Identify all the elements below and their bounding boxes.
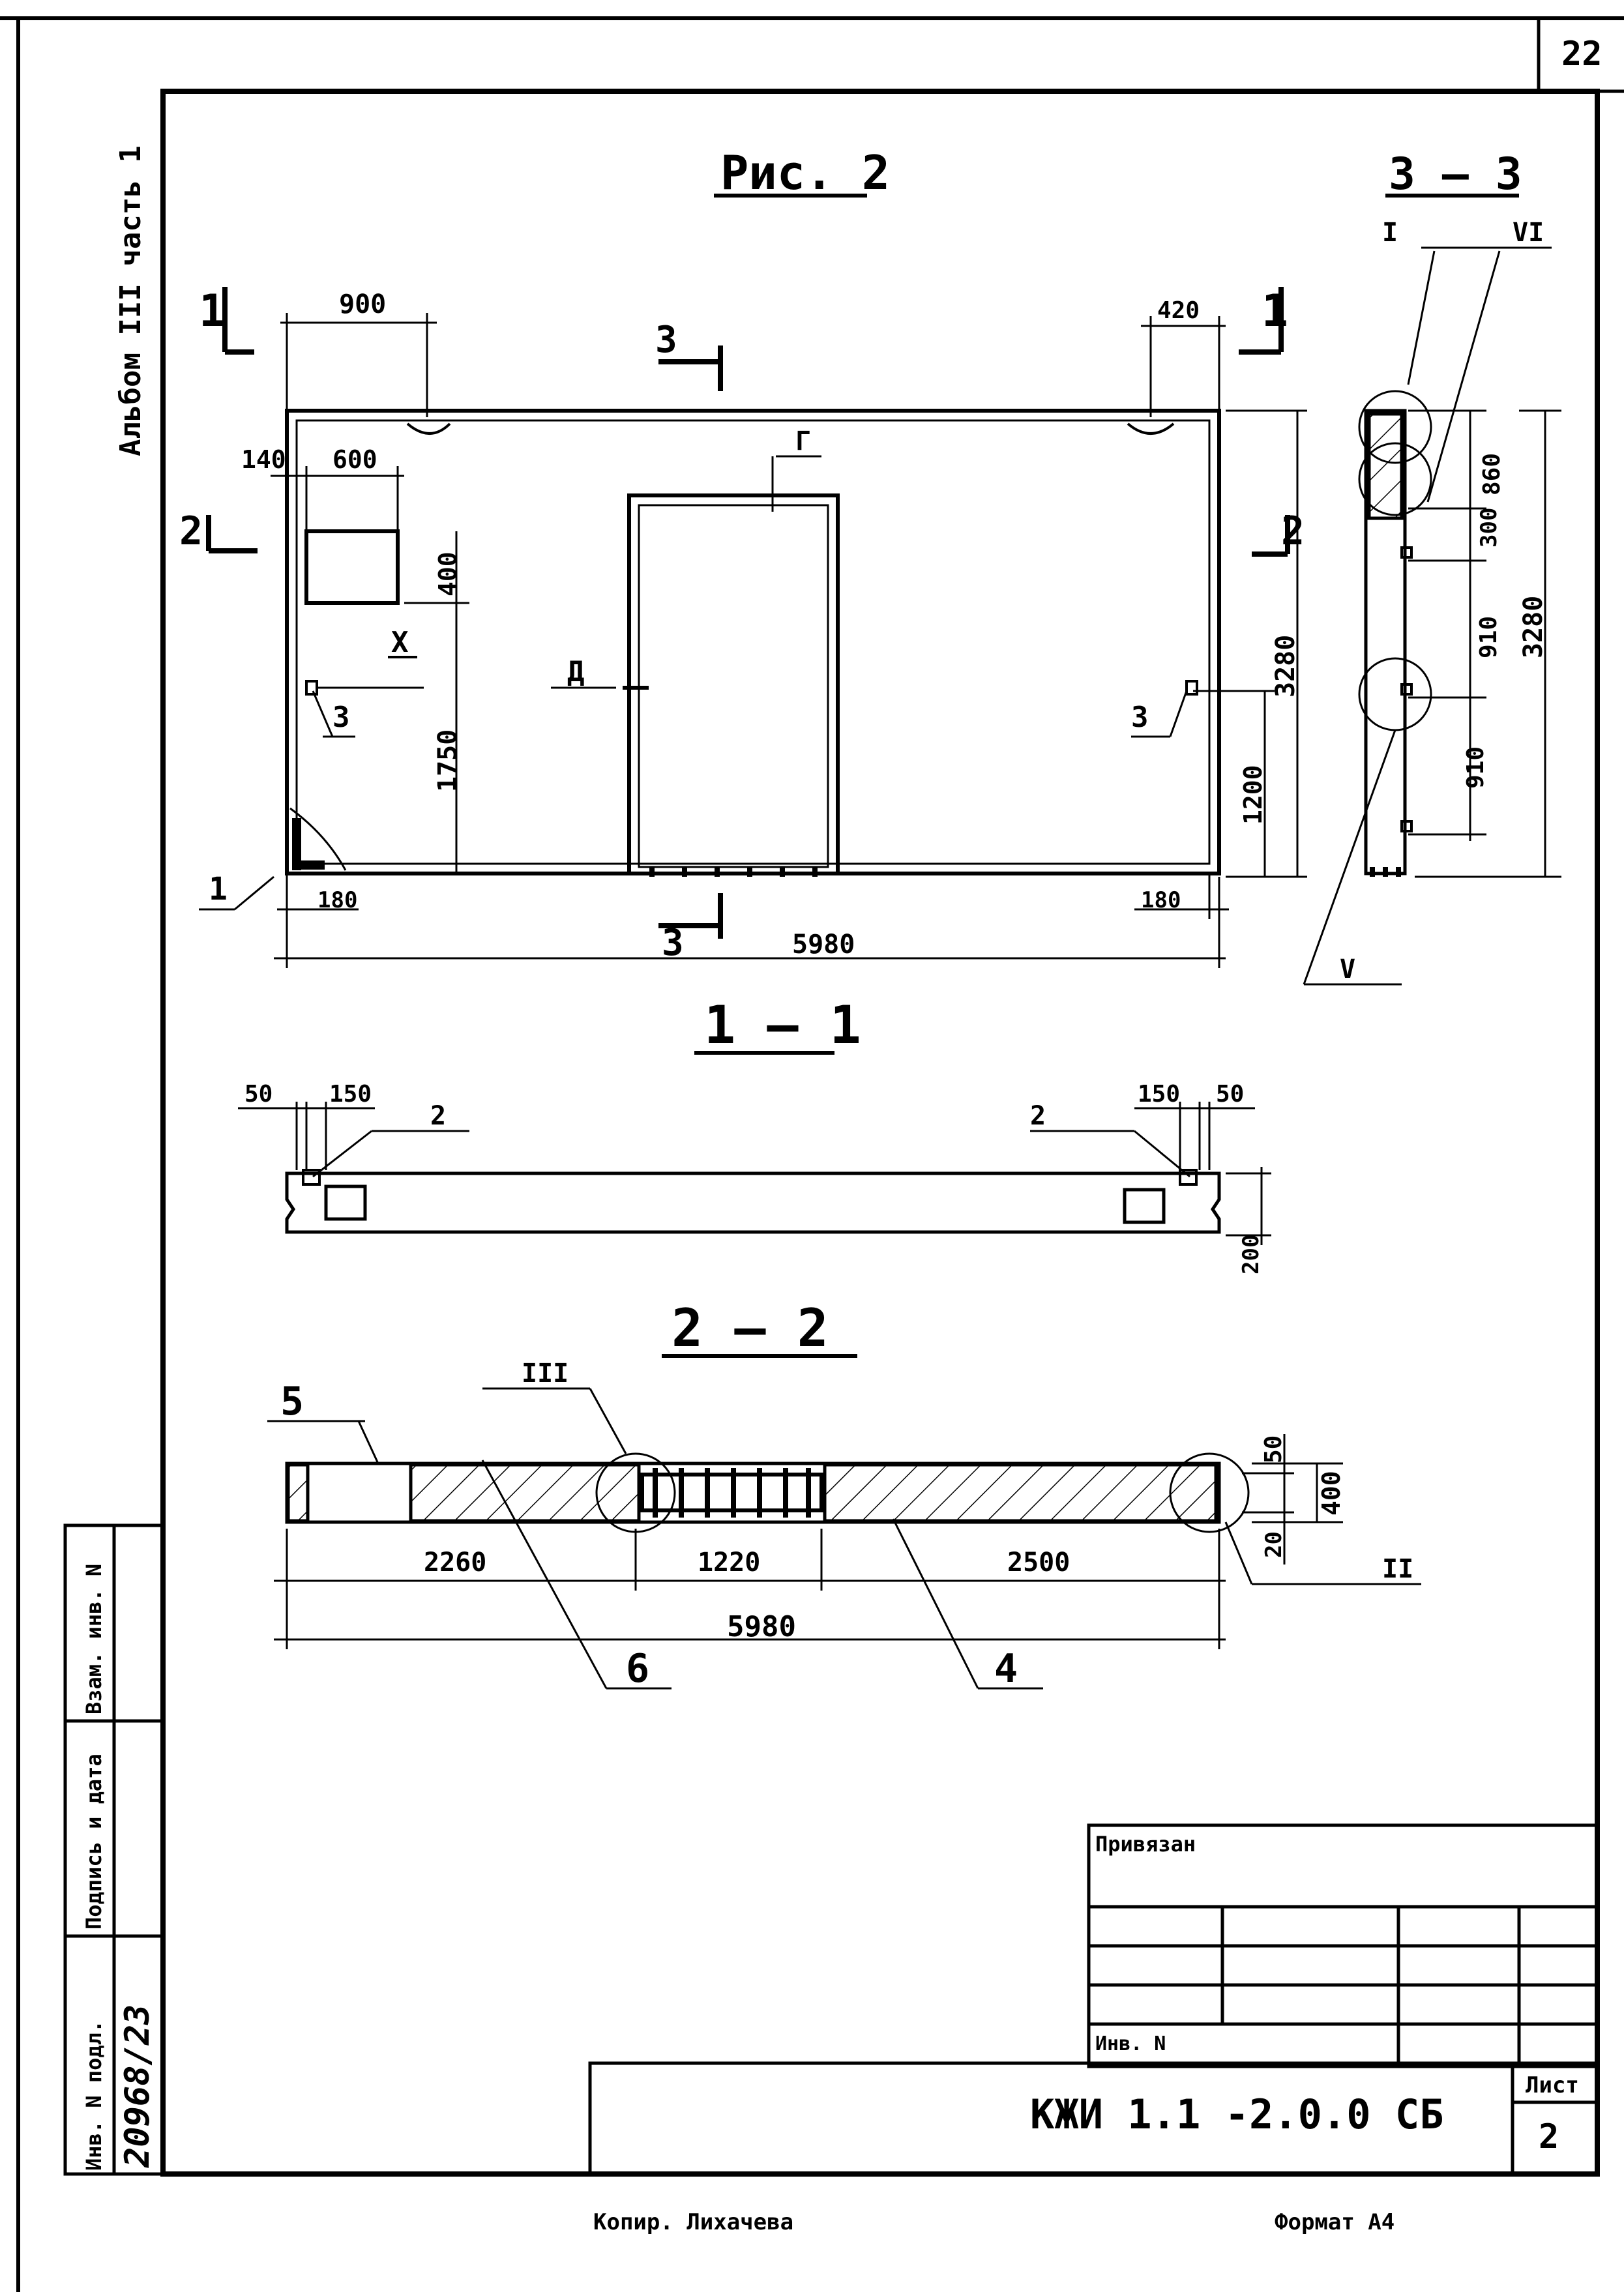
dim-3-3-total: 3280 bbox=[1518, 596, 1548, 658]
callout-3-left: 3 bbox=[332, 701, 350, 734]
dim-2-2-bottom: 20 bbox=[1261, 1531, 1287, 1558]
marker-3-bottom: 3 bbox=[662, 922, 684, 964]
section-2-2 bbox=[285, 1452, 1250, 1533]
marker-2-left: 2 bbox=[179, 508, 203, 554]
section-3-3 bbox=[1358, 390, 1432, 877]
dim-left-top: 900 bbox=[339, 289, 386, 319]
title-block bbox=[588, 1823, 1599, 2176]
node-vi: VI bbox=[1513, 218, 1544, 248]
dim-left-bottom: 180 bbox=[317, 887, 357, 913]
stamp-signature-label: Подпись и дата bbox=[81, 1754, 106, 1930]
dim-3-3-300: 300 bbox=[1476, 508, 1502, 548]
stamp-inv-label: Инв. N подл. bbox=[81, 2020, 106, 2171]
dim-1-1-pocket-left: 150 bbox=[329, 1081, 372, 1108]
page-number: 22 bbox=[1561, 35, 1602, 74]
title-block-inv-label: Инв. N bbox=[1095, 2033, 1166, 2055]
document-designation: КЖИ 1.1 -2.0.0 СБ bbox=[1030, 2091, 1444, 2138]
dim-1-1-edge-right: 50 bbox=[1216, 1081, 1244, 1108]
callout-6: 6 bbox=[626, 1646, 649, 1692]
dim-window-offset: 140 bbox=[241, 445, 286, 474]
dim-window-height: 400 bbox=[434, 551, 462, 596]
stamp-inventory-value: 20968/23 bbox=[118, 2005, 157, 2168]
section-1-1 bbox=[285, 1169, 1221, 1234]
door-opening bbox=[627, 493, 840, 875]
node-x: X bbox=[391, 626, 409, 659]
dim-2-2-middle: 1220 bbox=[698, 1548, 760, 1578]
section-2-2-title: 2 – 2 bbox=[672, 1298, 829, 1359]
side-stamp bbox=[63, 1523, 165, 2176]
elevation-leaders bbox=[199, 455, 1188, 911]
callout-2-left: 2 bbox=[430, 1101, 446, 1131]
copied-by: Копир. Лихачева bbox=[593, 2209, 793, 2235]
dim-window-width: 600 bbox=[332, 445, 377, 474]
figure-title: Рис. 2 bbox=[720, 145, 890, 200]
section-markers bbox=[206, 287, 1290, 939]
marker-3-top: 3 bbox=[655, 319, 677, 361]
sheet-label: Лист bbox=[1526, 2072, 1579, 2098]
callout-5: 5 bbox=[280, 1379, 304, 1424]
node-ii: II bbox=[1382, 1554, 1413, 1584]
sheet-number: 2 bbox=[1539, 2117, 1559, 2156]
album-note: Альбом III часть 1 bbox=[114, 145, 147, 456]
dim-1-1-pocket-right: 150 bbox=[1138, 1081, 1180, 1108]
section-1-1-title: 1 – 1 bbox=[704, 995, 861, 1055]
format-label: Формат А4 bbox=[1275, 2209, 1395, 2235]
dim-window-sill: 1750 bbox=[433, 729, 463, 792]
dim-2-2-right: 2500 bbox=[1007, 1548, 1070, 1578]
title-block-privyazan: Привязан bbox=[1095, 1832, 1196, 1857]
node-i: I bbox=[1382, 218, 1398, 248]
callout-2-right: 2 bbox=[1030, 1101, 1046, 1131]
dim-3-3-910-lower: 910 bbox=[1462, 746, 1489, 789]
dim-right-top: 420 bbox=[1157, 297, 1200, 324]
window-opening bbox=[304, 529, 400, 605]
dim-1-1-edge-left: 50 bbox=[244, 1081, 273, 1108]
section-2-2-dimensions bbox=[267, 1387, 1421, 1690]
dim-right-lower: 1200 bbox=[1239, 765, 1267, 825]
node-d: Д bbox=[567, 655, 585, 688]
marker-2-right: 2 bbox=[1281, 508, 1305, 554]
marker-1-left: 1 bbox=[199, 286, 226, 337]
section-3-3-dimensions bbox=[1303, 246, 1561, 986]
node-g: Г bbox=[795, 426, 811, 456]
dim-3-3-910-upper: 910 bbox=[1475, 616, 1502, 658]
node-v: V bbox=[1340, 954, 1355, 984]
callout-3-right: 3 bbox=[1131, 701, 1149, 734]
stamp-replace-label: Взам. инв. N bbox=[81, 1564, 106, 1714]
elevation-dimensions bbox=[271, 313, 1307, 968]
dim-3-3-860: 860 bbox=[1479, 453, 1505, 495]
dim-2-2-total: 5980 bbox=[727, 1610, 796, 1643]
callout-4: 4 bbox=[994, 1646, 1018, 1692]
sheet-frame bbox=[0, 16, 1624, 2292]
dim-2-2-top: 50 bbox=[1260, 1435, 1287, 1463]
marker-1-right: 1 bbox=[1262, 286, 1288, 337]
dim-2-2-thickness: 400 bbox=[1317, 1471, 1346, 1516]
dim-overall-height: 3280 bbox=[1271, 635, 1301, 698]
section-3-3-title: 3 – 3 bbox=[1389, 149, 1522, 200]
dim-1-1-height: 200 bbox=[1238, 1235, 1264, 1274]
panel-elevation bbox=[285, 409, 1221, 877]
node-iii: III bbox=[522, 1359, 568, 1388]
dim-2-2-left: 2260 bbox=[424, 1548, 486, 1578]
callout-1: 1 bbox=[209, 871, 228, 907]
section-1-1-dimensions bbox=[238, 1102, 1271, 1245]
dim-overall-width: 5980 bbox=[792, 930, 855, 960]
dim-right-bottom: 180 bbox=[1141, 887, 1181, 913]
